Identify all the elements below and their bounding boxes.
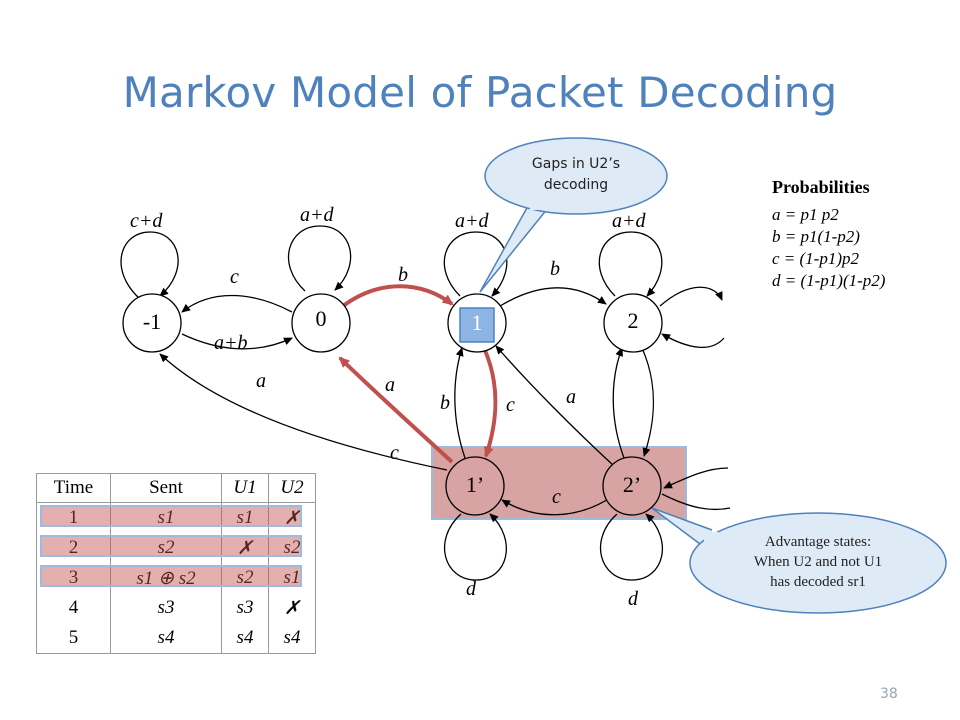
state-m1-label: -1 xyxy=(142,309,162,334)
selfloop-1p xyxy=(443,513,507,581)
label-1p-to-m1: a xyxy=(256,370,266,392)
state-1-label: 1 xyxy=(471,310,483,335)
edge-2p-to-1p xyxy=(501,497,611,516)
label-self-1p: d xyxy=(466,578,476,600)
cell-time: 4 xyxy=(36,593,111,623)
cell-u2: ✗ xyxy=(268,502,316,533)
state-2-label: 2 xyxy=(627,308,639,333)
edge-right-2p xyxy=(661,493,731,511)
label-0-to-m1: c xyxy=(230,266,239,288)
label-self-m1: c+d xyxy=(130,210,163,232)
edge-1p-to-m1 xyxy=(159,353,448,471)
callout-gaps-text: Gaps in U2’s decoding xyxy=(531,156,621,193)
state-0-circle xyxy=(291,293,351,353)
edge-2p-to-1 xyxy=(495,345,615,467)
label-1-to-1p: c xyxy=(506,394,515,416)
edge-1-to-2 xyxy=(499,287,607,307)
cell-u2: ✗ xyxy=(268,593,316,623)
header-u1: U1 xyxy=(221,473,269,503)
table-row: 2 s2 ✗ s2 xyxy=(36,533,316,563)
decoding-table: Time Sent U1 U2 1 s1 s1 ✗ 2 s2 ✗ s2 3 s1… xyxy=(36,473,316,654)
cell-u1: s1 xyxy=(221,502,269,533)
selfloop-2p xyxy=(599,513,663,581)
cell-time: 3 xyxy=(36,563,111,593)
table-row: 1 s1 s1 ✗ xyxy=(36,502,316,533)
prob-c: c = (1-p1)p2 xyxy=(772,249,860,268)
state-2p-circle xyxy=(602,456,662,516)
selfloop-0 xyxy=(287,225,352,292)
callout-advantage-text: Advantage states: When U2 and not U1 has… xyxy=(753,534,883,590)
row-highlight xyxy=(40,565,302,587)
label-self-2p: d xyxy=(628,588,638,610)
label-2p-to-1p: c xyxy=(552,486,561,508)
edge-1-to-1p xyxy=(482,347,498,458)
page-number: 38 xyxy=(880,686,898,702)
cell-u1: ✗ xyxy=(221,533,269,563)
cell-u2: s2 xyxy=(268,533,316,563)
edge-m1-to-0 xyxy=(181,333,293,350)
cell-time: 1 xyxy=(36,502,111,533)
cell-sent: s4 xyxy=(110,623,222,654)
state-1-highlight xyxy=(459,307,495,343)
label-1-to-2: b xyxy=(550,258,560,280)
selfloop-1 xyxy=(443,231,508,297)
callout-gaps-tail xyxy=(479,205,549,293)
state-2p-label: 2’ xyxy=(622,472,642,497)
state-1p-circle xyxy=(445,456,505,516)
edge-0-to-1 xyxy=(341,284,454,308)
probabilities-heading: Probabilities xyxy=(772,177,870,197)
state-m1-circle xyxy=(122,293,182,353)
cell-time: 5 xyxy=(36,623,111,654)
edge-2-right xyxy=(659,286,723,307)
label-0-to-1: b xyxy=(398,264,408,286)
cell-sent: s1 ⊕ s2 xyxy=(110,563,222,593)
cell-time: 2 xyxy=(36,533,111,563)
cell-u2: s4 xyxy=(268,623,316,654)
callout-advantage xyxy=(689,512,947,614)
state-0-label: 0 xyxy=(315,306,327,331)
edge-2p-right xyxy=(663,467,729,489)
edge-right-2 xyxy=(661,333,725,349)
callout-gaps xyxy=(484,137,668,215)
state-2-circle xyxy=(603,293,663,353)
cell-sent: s2 xyxy=(110,533,222,563)
cell-u1: s2 xyxy=(221,563,269,593)
edge-2-to-2p xyxy=(641,347,655,457)
table-header-row: Time Sent U1 U2 xyxy=(36,473,316,503)
selfloop-m1 xyxy=(120,231,179,300)
prob-a: a = p1 p2 xyxy=(772,205,839,224)
cell-u1: s4 xyxy=(221,623,269,654)
label-2p-to-1: a xyxy=(566,386,576,408)
label-m1-to-0: a+b xyxy=(214,332,248,354)
prob-b: b = p1(1-p2) xyxy=(772,227,860,246)
table-row: 4 s3 s3 ✗ xyxy=(36,593,316,623)
edge-1p-to-0 xyxy=(338,356,454,464)
probabilities-box: Probabilities a = p1 p2 b = p1(1-p2) c =… xyxy=(772,176,885,292)
table-row: 3 s1 ⊕ s2 s2 s1 xyxy=(36,563,316,593)
prob-d: d = (1-p1)(1-p2) xyxy=(772,271,886,290)
cell-u2: s1 xyxy=(268,563,316,593)
label-self-0: a+d xyxy=(300,204,334,226)
slide-title: Markov Model of Packet Decoding xyxy=(122,68,838,117)
cell-sent: s1 xyxy=(110,502,222,533)
header-u2: U2 xyxy=(268,473,316,503)
row-highlight xyxy=(40,535,302,557)
header-sent: Sent xyxy=(110,473,222,503)
label-c-left: c xyxy=(390,442,399,464)
edge-1p-to-1 xyxy=(454,347,466,459)
label-1p-to-1: b xyxy=(440,392,450,414)
edge-0-to-m1 xyxy=(181,294,293,313)
state-1p-label: 1’ xyxy=(465,472,485,497)
cell-sent: s3 xyxy=(110,593,222,623)
table-row: 5 s4 s4 s4 xyxy=(36,623,316,654)
cell-u1: s3 xyxy=(221,593,269,623)
header-time: Time xyxy=(36,473,111,503)
edge-2p-to-2 xyxy=(612,347,625,459)
label-self-2: a+d xyxy=(612,210,646,232)
row-highlight xyxy=(40,505,302,527)
label-1p-to-0: a xyxy=(385,374,395,396)
label-self-1: a+d xyxy=(455,210,489,232)
selfloop-2 xyxy=(598,231,663,297)
